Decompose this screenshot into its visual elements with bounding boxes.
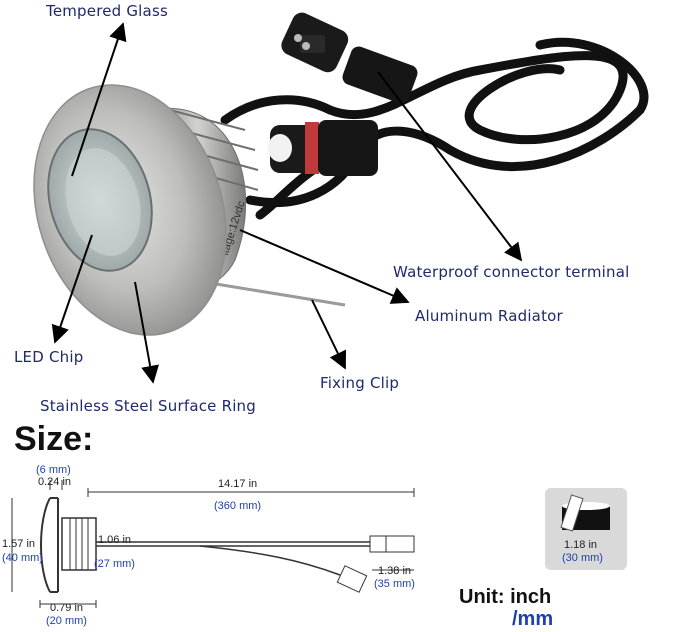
size-title: Size:: [14, 420, 94, 458]
dim-body-len-mm: (20 mm): [46, 615, 87, 627]
dim-cable-mm: (360 mm): [214, 500, 262, 512]
dim-body-dia-in: 1.06 in: [98, 534, 132, 546]
dim-connector-mm: (35 mm): [374, 578, 415, 590]
dim-body-dia-mm: (27 mm): [94, 558, 135, 570]
dim-body-len-in: 0.79 in: [50, 602, 84, 614]
leader-arrows: [51, 22, 523, 384]
unit-label: Unit: inch: [459, 586, 552, 608]
label-aluminum-radiator: Aluminum Radiator: [415, 307, 563, 325]
dim-cable-in: 14.17 in: [218, 478, 258, 490]
label-led-chip: LED Chip: [14, 348, 84, 366]
label-stainless-ring: Stainless Steel Surface Ring: [40, 397, 256, 415]
unit-label-mm: /mm: [512, 608, 554, 630]
dim-cutout-in: 1.18 in: [564, 539, 598, 551]
cutout-icon: [545, 488, 627, 570]
dim-cutout-mm: (30 mm): [562, 552, 603, 564]
dim-connector-in: 1.38 in: [378, 565, 412, 577]
led-chip: [65, 148, 141, 256]
dimension-drawing: [11, 480, 415, 608]
fixing-clip-wire: [209, 281, 346, 307]
dim-glass-mm: (6 mm): [36, 464, 71, 476]
label-waterproof-connector: Waterproof connector terminal: [393, 263, 630, 281]
dim-diameter-mm: (40 mm): [2, 552, 43, 564]
dim-diameter-in: 1.57 in: [2, 538, 36, 550]
connector-illustration: [268, 12, 418, 176]
dim-glass-in: 0.24 in: [38, 476, 72, 488]
label-tempered-glass: Tempered Glass: [46, 2, 168, 20]
label-fixing-clip: Fixing Clip: [320, 374, 400, 392]
